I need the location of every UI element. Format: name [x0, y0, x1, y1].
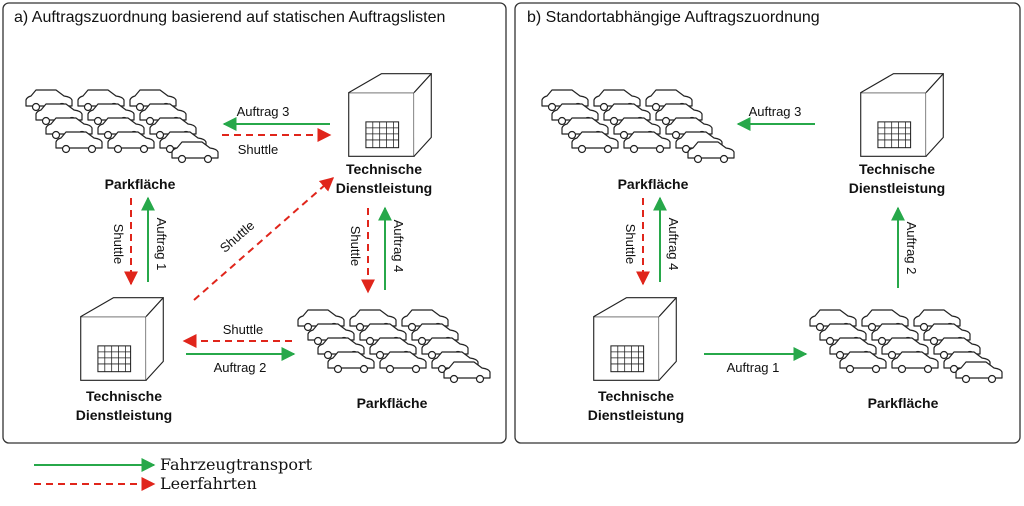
edge-label: Auftrag 3 — [237, 104, 290, 119]
arrow-shuttle — [193, 177, 335, 301]
parking-lot-icon — [298, 310, 490, 383]
edge-label: Shuttle — [623, 224, 638, 264]
node-label: Technische — [86, 388, 162, 404]
parking-lot-icon — [26, 90, 218, 163]
node-label: Dienstleistung — [336, 180, 432, 196]
panel-b-frame — [514, 2, 1021, 444]
node-label: Technische — [346, 161, 422, 177]
edge-label: Shuttle — [238, 142, 278, 157]
parking-lot-icon — [542, 90, 734, 163]
edge-label: Auftrag 2 — [214, 360, 267, 375]
node-label: Parkfläche — [868, 395, 939, 411]
panel-b: b) Standortabhängige Auftragszuordnung P… — [514, 2, 1021, 444]
edge-label: Shuttle — [223, 322, 263, 337]
node-label: Technische — [598, 388, 674, 404]
legend-solid-label: Fahrzeugtransport — [160, 455, 313, 474]
edge-label: Auftrag 4 — [391, 220, 406, 273]
panel-a: a) Auftragszuordnung basierend auf stati… — [2, 2, 507, 444]
edge-label: Shuttle — [348, 226, 363, 266]
service-building-icon — [593, 297, 677, 381]
legend-dashed-label: Leerfahrten — [160, 474, 257, 493]
node-label: Dienstleistung — [849, 180, 945, 196]
node-label: Dienstleistung — [76, 407, 172, 423]
node-label: Parkfläche — [618, 176, 689, 192]
edge-label: Auftrag 2 — [904, 222, 919, 275]
panel-a-frame — [2, 2, 507, 444]
parking-lot-icon — [810, 310, 1002, 383]
node-label: Parkfläche — [105, 176, 176, 192]
edge-label: Auftrag 1 — [727, 360, 780, 375]
node-label: Dienstleistung — [588, 407, 684, 423]
legend: Fahrzeugtransport Leerfahrten — [34, 455, 313, 493]
edge-label: Auftrag 1 — [154, 218, 169, 271]
node-label: Technische — [859, 161, 935, 177]
edge-label: Auftrag 4 — [666, 218, 681, 271]
edge-label: Shuttle — [111, 224, 126, 264]
node-label: Parkfläche — [357, 395, 428, 411]
edge-label: Auftrag 3 — [749, 104, 802, 119]
service-building-icon — [860, 73, 944, 157]
panel-b-title: b) Standortabhängige Auftragszuordnung — [527, 9, 820, 26]
panel-a-title: a) Auftragszuordnung basierend auf stati… — [14, 9, 445, 26]
service-building-icon — [80, 297, 164, 381]
service-building-icon — [348, 73, 432, 157]
